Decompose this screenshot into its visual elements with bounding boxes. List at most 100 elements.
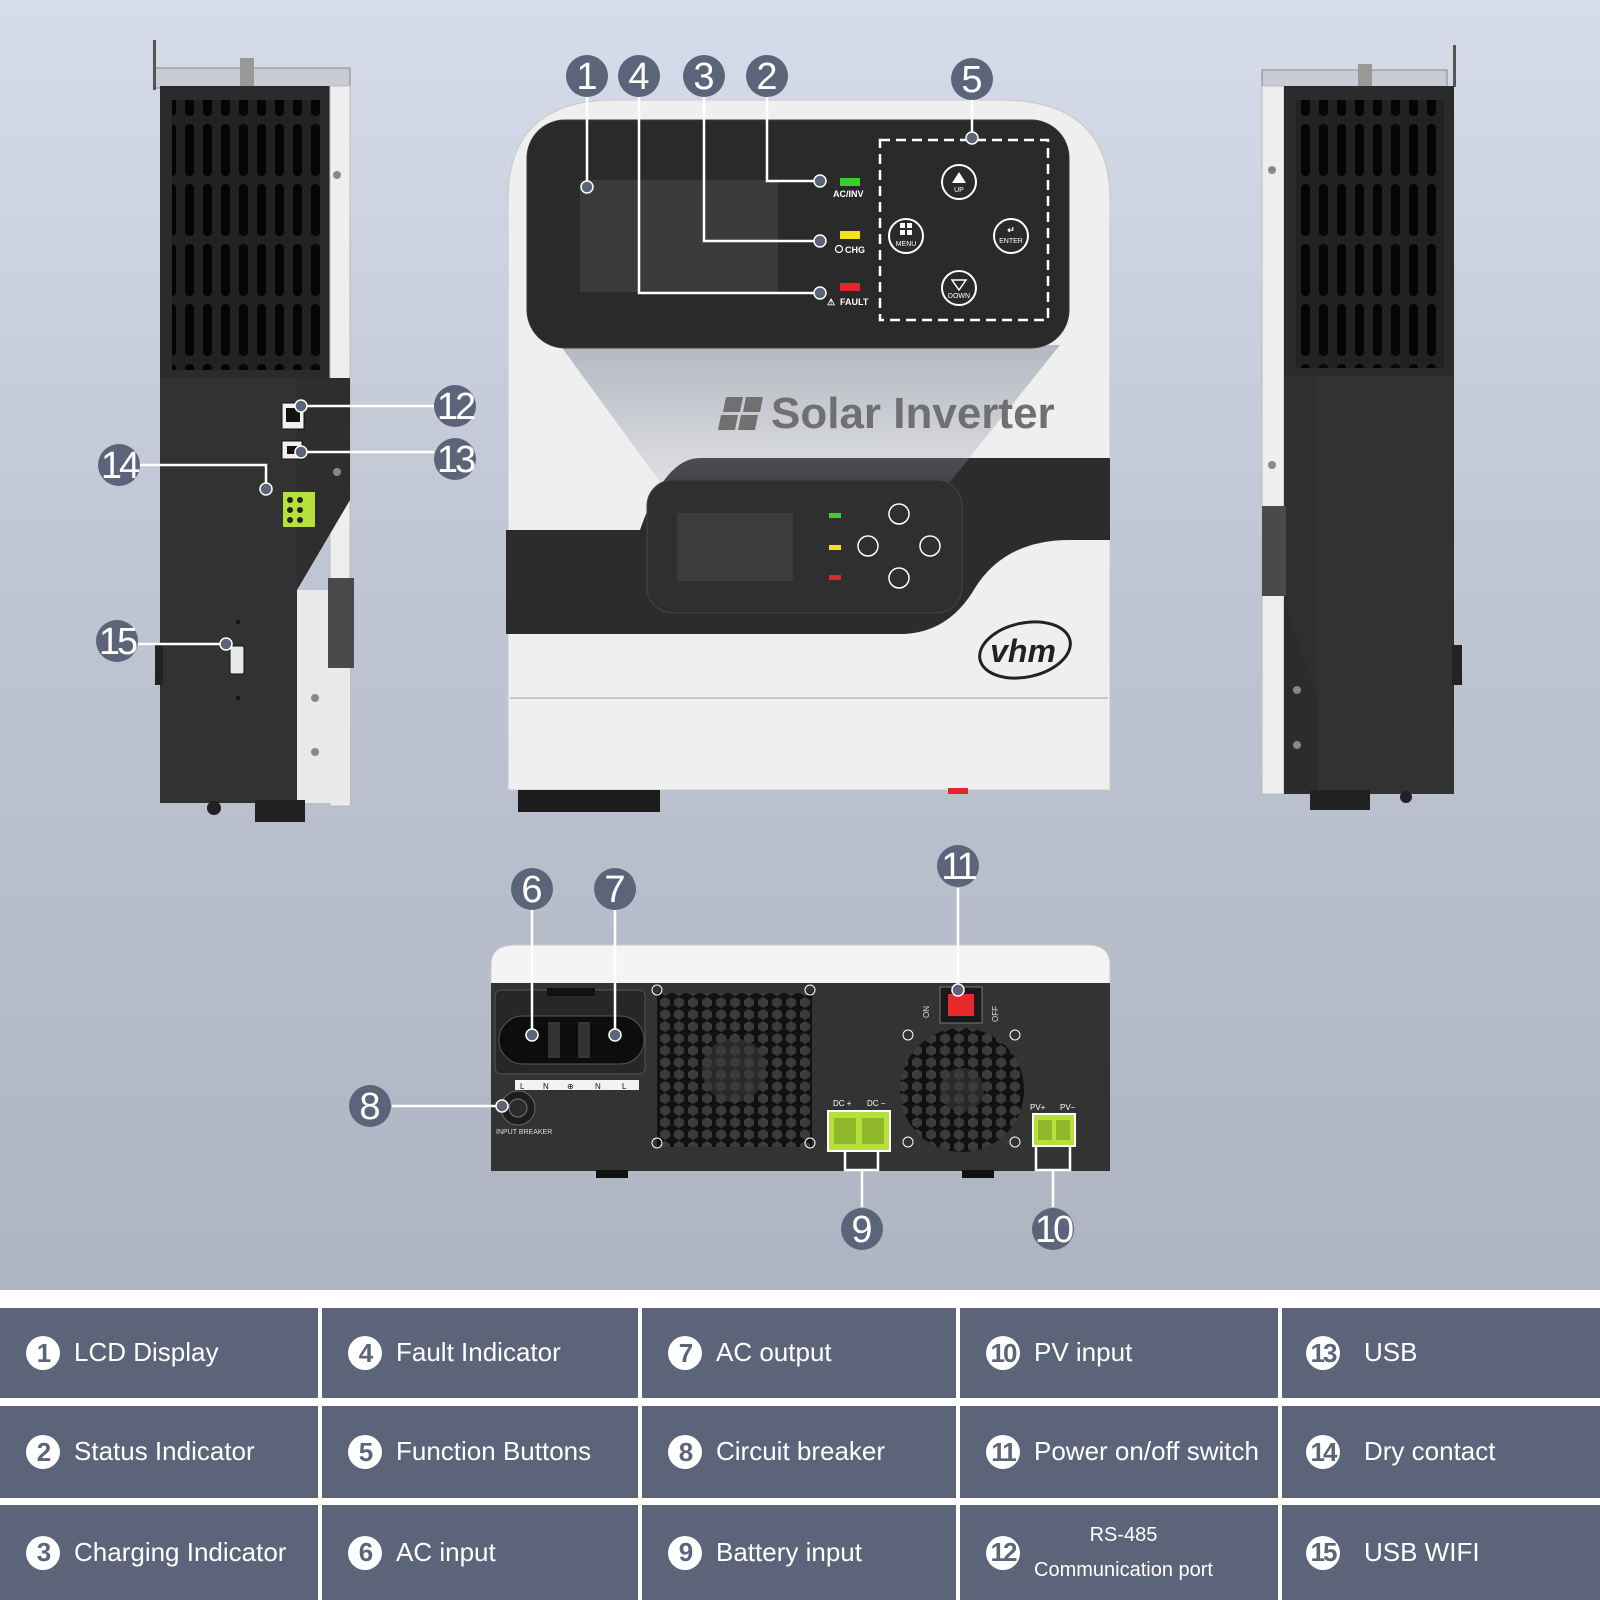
legend-label: PV input — [1034, 1337, 1133, 1368]
legend-label-line1: RS-485 — [1089, 1523, 1158, 1546]
legend-label: AC output — [716, 1337, 832, 1368]
legend-badge: 9 — [668, 1535, 702, 1570]
svg-text:⊕: ⊕ — [567, 1082, 574, 1091]
usb-wifi-port — [229, 645, 245, 675]
callout-4: 4 — [618, 55, 660, 98]
legend-badge: 8 — [668, 1435, 702, 1469]
up-button[interactable]: UP — [941, 164, 977, 200]
legend-item-14: 14 Dry contact — [1282, 1406, 1600, 1498]
svg-text:6: 6 — [521, 869, 542, 911]
legend-item-9: 9 Battery input — [642, 1505, 956, 1600]
legend-label: AC input — [396, 1536, 496, 1567]
function-buttons-outline — [878, 138, 1050, 322]
led-ac-inv — [840, 178, 860, 186]
legend-item-10: 10 PV input — [960, 1308, 1278, 1398]
legend-label: RS-485 Communication port — [1034, 1518, 1213, 1588]
triangle-up-icon — [952, 172, 966, 183]
svg-text:PV−: PV− — [1060, 1103, 1076, 1112]
lcd-display — [580, 180, 778, 292]
svg-text:13: 13 — [437, 439, 475, 481]
legend-label: USB — [1364, 1337, 1418, 1368]
menu-button[interactable]: MENU — [888, 218, 924, 254]
callout-11: 11 — [937, 845, 980, 888]
callout-15: 15 — [96, 620, 140, 663]
legend-label: USB WIFI — [1364, 1536, 1480, 1567]
product-diagram: AC/INV CHG ⚠ FAULT UP MENU ↵ ENTER DOWN — [0, 0, 1600, 1290]
enter-arrow-icon: ↵ — [1007, 225, 1015, 235]
legend-item-4: 4 Fault Indicator — [322, 1308, 638, 1398]
legend-item-5: 5 Function Buttons — [322, 1406, 638, 1498]
led-fault-label: FAULT — [840, 297, 869, 307]
lcd-display-actual — [677, 513, 793, 581]
down-button[interactable]: DOWN — [941, 270, 977, 306]
callout-13: 13 — [434, 438, 478, 481]
callout-5: 5 — [951, 58, 993, 101]
callout-3: 3 — [683, 55, 725, 98]
svg-text:UP: UP — [954, 187, 964, 194]
diagram-canvas: AC/INV CHG ⚠ FAULT UP MENU ↵ ENTER DOWN — [96, 40, 1462, 1251]
triangle-down-icon — [950, 279, 968, 292]
callout-1: 1 — [566, 55, 608, 98]
legend-label: Status Indicator — [74, 1436, 255, 1467]
warning-icon: ⚠ — [827, 297, 835, 307]
product-title: Solar Inverter — [771, 389, 1055, 438]
svg-text:3: 3 — [693, 56, 714, 98]
callout-7: 7 — [594, 868, 636, 911]
legend-badge: 2 — [26, 1435, 60, 1469]
right-vent-grille — [1296, 100, 1444, 368]
legend-table: 1 LCD Display 2 Status Indicator 3 Charg… — [0, 1290, 1600, 1600]
legend-item-8: 8 Circuit breaker — [642, 1406, 956, 1498]
svg-text:INPUT BREAKER: INPUT BREAKER — [496, 1129, 552, 1136]
legend-label: Function Buttons — [396, 1436, 592, 1467]
svg-text:DOWN: DOWN — [948, 293, 970, 300]
svg-text:2: 2 — [756, 56, 777, 98]
svg-text:L: L — [622, 1082, 627, 1091]
legend-badge: 10 — [986, 1336, 1020, 1370]
svg-text:MENU: MENU — [896, 241, 917, 248]
legend-badge: 4 — [348, 1336, 382, 1370]
legend-badge: 1 — [26, 1336, 60, 1370]
right-side-view — [1261, 45, 1462, 810]
svg-text:14: 14 — [101, 445, 140, 487]
svg-text:1: 1 — [576, 56, 597, 98]
legend-label: Fault Indicator — [396, 1337, 561, 1368]
svg-text:ON: ON — [922, 1006, 931, 1018]
svg-text:DC −: DC − — [867, 1099, 886, 1108]
legend-badge: 15 — [1306, 1535, 1340, 1570]
callout-8: 8 — [349, 1085, 391, 1128]
callout-12: 12 — [434, 385, 478, 428]
legend-label: Charging Indicator — [74, 1536, 287, 1567]
legend-item-13: 13 USB — [1282, 1308, 1600, 1398]
legend-badge: 11 — [986, 1435, 1020, 1469]
legend-badge: 6 — [348, 1535, 382, 1570]
legend-label-line2: Communication port — [1034, 1558, 1213, 1581]
legend-item-6: 6 AC input — [322, 1505, 638, 1600]
svg-text:5: 5 — [961, 59, 982, 101]
callout-14: 14 — [98, 444, 143, 487]
front-view: AC/INV CHG ⚠ FAULT UP MENU ↵ ENTER DOWN — [506, 99, 1111, 812]
legend-label: Dry contact — [1364, 1436, 1496, 1467]
power-switch[interactable] — [948, 994, 974, 1016]
legend-item-1: 1 LCD Display — [0, 1308, 318, 1398]
enter-button[interactable]: ↵ ENTER — [993, 218, 1029, 254]
svg-text:15: 15 — [99, 621, 137, 663]
left-vent-grille — [172, 100, 320, 370]
legend-badge: 12 — [986, 1535, 1020, 1570]
svg-text:N: N — [543, 1082, 549, 1091]
left-side-view — [153, 40, 354, 822]
callout-9: 9 — [841, 1208, 883, 1251]
legend-label: Battery input — [716, 1536, 862, 1567]
svg-text:N: N — [595, 1082, 601, 1091]
led-chg — [840, 231, 860, 239]
legend-badge: 13 — [1306, 1336, 1340, 1370]
legend-item-2: 2 Status Indicator — [0, 1406, 318, 1498]
legend-item-12: 12 RS-485 Communication port — [960, 1505, 1278, 1600]
legend-item-3: 3 Charging Indicator — [0, 1505, 318, 1600]
legend-badge: 5 — [348, 1435, 382, 1469]
svg-text:10: 10 — [1035, 1209, 1073, 1251]
svg-text:12: 12 — [437, 386, 475, 428]
callout-2: 2 — [746, 55, 788, 98]
legend-badge: 14 — [1306, 1435, 1340, 1469]
svg-text:4: 4 — [628, 56, 649, 98]
bottom-view: L N ⊕ N L INPUT BREAKER ON OFF DC + DC −… — [490, 944, 1111, 1178]
